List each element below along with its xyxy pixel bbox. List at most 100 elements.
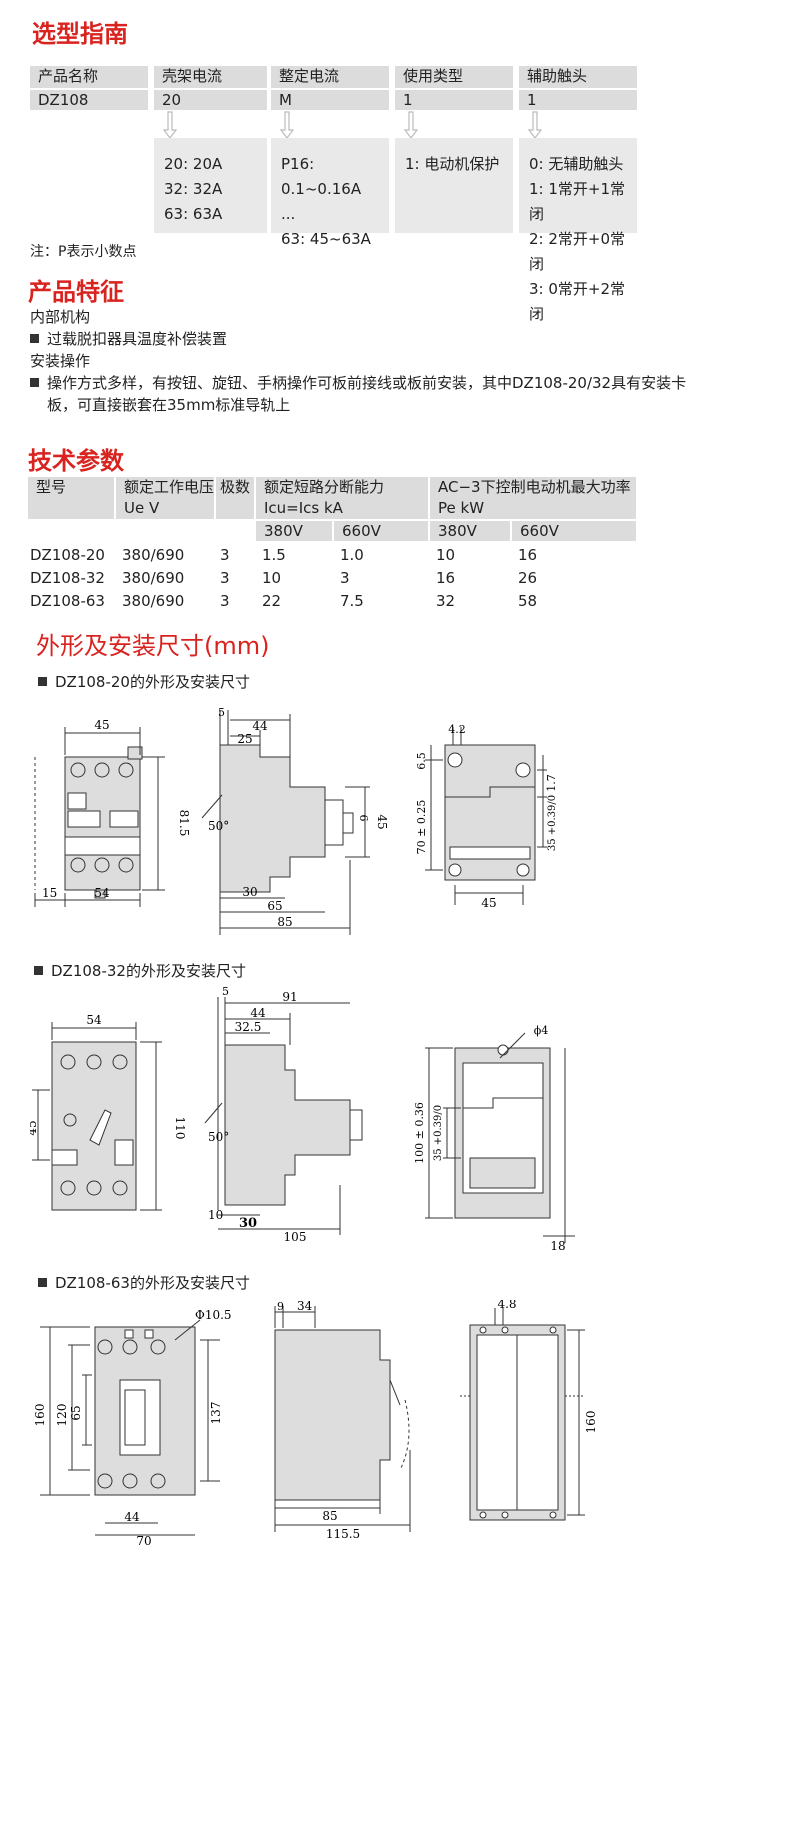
option-item: 0: 无辅助触头	[529, 155, 624, 173]
features-internal-label: 内部机构	[30, 308, 91, 326]
dims-title: 外形及安装尺寸(mm)	[36, 632, 270, 660]
dz108-32-front-view: 54 110 45	[30, 1013, 187, 1211]
dim-label: 160	[33, 1404, 47, 1427]
cell: 1.5	[262, 546, 286, 564]
option-item: 20: 20A	[164, 155, 223, 173]
caption-text: DZ108-32的外形及安装尺寸	[51, 962, 246, 980]
option-item: 1: 电动机保护	[405, 155, 500, 173]
dim-label: 4.8	[497, 1300, 516, 1311]
tech-subheader: 380V	[430, 521, 510, 541]
tech-header-voltage: 额定工作电压 Ue V	[116, 477, 214, 519]
features-install-item: 操作方式多样，有按钮、旋钮、手柄操作可板前接线或板前安装，其中DZ108-20/…	[30, 372, 686, 394]
dim-label: 35 +0.39/0	[433, 1105, 444, 1161]
selection-header: 壳架电流	[154, 66, 267, 88]
dim-label: 30	[242, 885, 257, 899]
dim-label: 110	[173, 1117, 187, 1140]
cell: 26	[518, 569, 538, 587]
dim-label: 18	[550, 1239, 565, 1253]
cell: 380/690	[122, 546, 185, 564]
dim-label: 6	[357, 815, 370, 822]
header-line: Pe kW	[438, 499, 485, 517]
bullet-icon	[34, 966, 43, 975]
header-line: 额定短路分断能力	[264, 478, 385, 496]
dim-label: 65	[69, 1405, 83, 1420]
dim-label: 6.5	[415, 752, 428, 770]
dim-label: ϕ4	[534, 1024, 549, 1037]
dim-label: 45	[30, 1120, 39, 1135]
dim-label: 115.5	[326, 1527, 360, 1541]
feature-text: 过载脱扣器具温度补偿装置	[47, 330, 228, 348]
dz108-20-side-view: 5 44 25 50° 6 45 30 65 85	[201, 706, 389, 935]
dim-label: 25	[237, 732, 252, 746]
dim-label: 70 ± 0.25	[415, 800, 428, 855]
dim-label: 85	[322, 1509, 337, 1523]
header-line: Ue V	[124, 499, 160, 517]
tech-header-model: 型号	[28, 477, 114, 519]
dim-label: 45	[94, 718, 109, 732]
cell: DZ108-63	[30, 592, 105, 610]
features-install-item-cont: 板，可直接嵌套在35mm标准导轨上	[47, 396, 291, 414]
selection-header: 辅助触头	[519, 66, 637, 88]
selection-header: 使用类型	[395, 66, 513, 88]
cell: 3	[220, 569, 230, 587]
dim-label: 32.5	[235, 1020, 262, 1034]
bullet-icon	[38, 1278, 47, 1287]
selection-value: 20	[154, 90, 267, 110]
dim-label: 54	[94, 886, 110, 900]
cell: DZ108-20	[30, 546, 105, 564]
cell: 22	[262, 592, 282, 610]
dz108-20-caption: DZ108-20的外形及安装尺寸	[38, 671, 250, 692]
cell: 10	[436, 546, 456, 564]
dim-label: 45	[375, 814, 389, 829]
cell: 3	[220, 592, 230, 610]
option-item: 32: 32A	[164, 180, 223, 198]
dim-label: 1.7	[545, 774, 558, 792]
bullet-icon	[30, 334, 39, 343]
option-box-aux: 0: 无辅助触头 1: 1常开+1常闭 2: 2常开+0常闭 3: 0常开+2常…	[519, 138, 637, 323]
selection-arrows	[162, 111, 543, 139]
dim-label: 44	[250, 1006, 266, 1020]
dz108-32-side-view: 5 91 44 32.5 50° 10 30 105	[204, 985, 363, 1244]
selection-note: 注：P表示小数点	[30, 244, 137, 260]
selection-header: 产品名称	[30, 66, 148, 88]
dim-label: 91	[282, 990, 297, 1004]
dim-label: 35 +0.39/0	[547, 795, 558, 851]
dim-label: 85	[277, 915, 292, 929]
cell: 380/690	[122, 569, 185, 587]
option-item: 3: 0常开+2常闭	[529, 280, 626, 323]
selection-value: 1	[519, 90, 637, 110]
selection-value: M	[271, 90, 389, 110]
dz108-63-caption: DZ108-63的外形及安装尺寸	[38, 1272, 250, 1293]
selection-value: 1	[395, 90, 513, 110]
option-item: 2: 2常开+0常闭	[529, 230, 626, 273]
dz108-32-caption: DZ108-32的外形及安装尺寸	[34, 960, 246, 981]
tech-subheader: 660V	[334, 521, 428, 541]
dim-label: 120	[55, 1404, 69, 1427]
header-line: Icu=Ics kA	[264, 499, 343, 517]
dz108-32-back-view: ϕ4 100 ± 0.36 35 +0.39/0 18	[415, 1024, 575, 1253]
tech-subheader: 660V	[512, 521, 636, 541]
selection-value: DZ108	[30, 90, 148, 110]
cell: 58	[518, 592, 538, 610]
dim-label: 100 ± 0.36	[415, 1102, 426, 1164]
dim-label: 50°	[208, 1130, 229, 1144]
bullet-icon	[38, 677, 47, 686]
option-item: 63: 45~63A	[281, 230, 371, 248]
dz108-20-back-view: 4.2 6.5 70 ± 0.25 1.7 35 +0.39/0 45	[415, 723, 558, 910]
dz108-63-back-view: 4.8 160	[460, 1300, 598, 1521]
header-line: AC−3下控制电动机最大功率	[438, 478, 631, 496]
dim-label: 137	[209, 1402, 223, 1425]
dim-label: 5	[218, 706, 225, 719]
bullet-icon	[30, 378, 39, 387]
features-install-label: 安装操作	[30, 352, 91, 370]
cell: 3	[220, 546, 230, 564]
option-item: 63: 63A	[164, 205, 223, 223]
dim-label: 65	[267, 899, 282, 913]
cell: 16	[436, 569, 456, 587]
dim-label: 45	[481, 896, 496, 910]
dim-label: 70	[136, 1534, 151, 1545]
dim-label: Φ10.5	[195, 1308, 232, 1322]
dim-label: 105	[284, 1230, 307, 1244]
cell: 16	[518, 546, 538, 564]
option-box-frame: 20: 20A 32: 32A 63: 63A	[154, 138, 267, 233]
